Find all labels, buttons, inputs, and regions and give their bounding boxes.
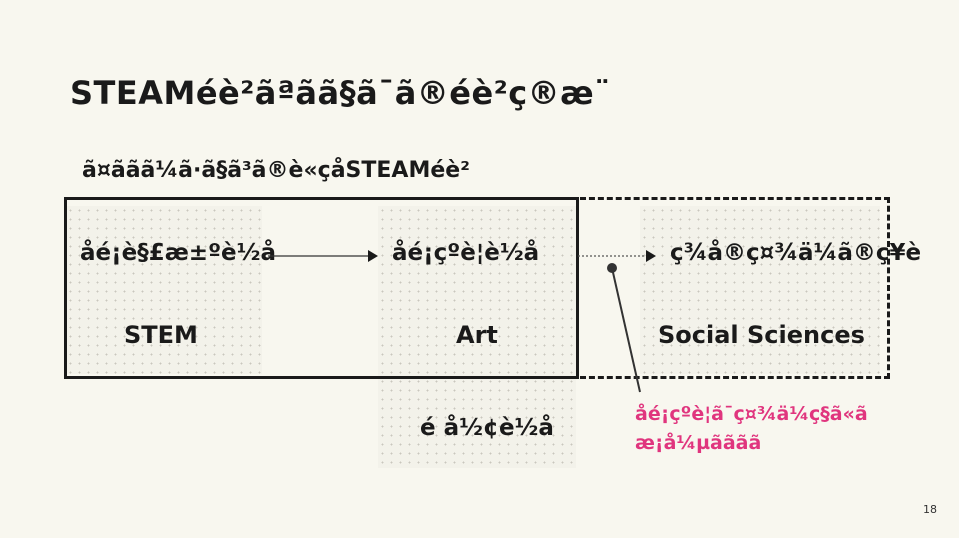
- art-label: Art: [456, 321, 498, 349]
- annotation-line-2: æ¡å¼µãããã: [635, 432, 762, 454]
- problem-finding-label: åé¡çºè¦è½å: [392, 240, 540, 266]
- pointer-line: [611, 267, 641, 393]
- dotted-arrow-head: [646, 250, 656, 262]
- problem-solving-label: åé¡è§£æ±ºè½å: [80, 240, 276, 266]
- slide-title: STEAMéè²ãªãã§ã¯ã®éè²ç®æ¨: [70, 74, 611, 112]
- art-cell-background: [378, 206, 576, 468]
- annotation-note: åé¡çºè¦ã¯ç¤¾ä¼ç§ã«ã æ¡å¼µãããã: [635, 400, 868, 458]
- social-dashed-frame: [580, 197, 890, 379]
- stem-cell-background: [66, 206, 262, 374]
- annotation-line-1: åé¡çºè¦ã¯ç¤¾ä¼ç§ã«ã: [635, 403, 868, 425]
- stem-label: STEM: [124, 321, 198, 349]
- modeling-ability-label: é å½¢è½å: [420, 415, 554, 441]
- social-cell-background: [640, 206, 880, 374]
- real-world-knowledge-label: ç¾å®ç¤¾ä¼ã®ç¥è­: [670, 240, 922, 266]
- page-number: 18: [923, 503, 937, 516]
- diagram-subtitle: ã¤ããã¼ã·ã§ã³ã®è«çåSTEAMéè²: [82, 158, 470, 183]
- steam-solid-frame: [64, 197, 579, 379]
- social-sciences-label: Social Sciences: [658, 321, 865, 349]
- solid-arrow-head: [368, 250, 378, 262]
